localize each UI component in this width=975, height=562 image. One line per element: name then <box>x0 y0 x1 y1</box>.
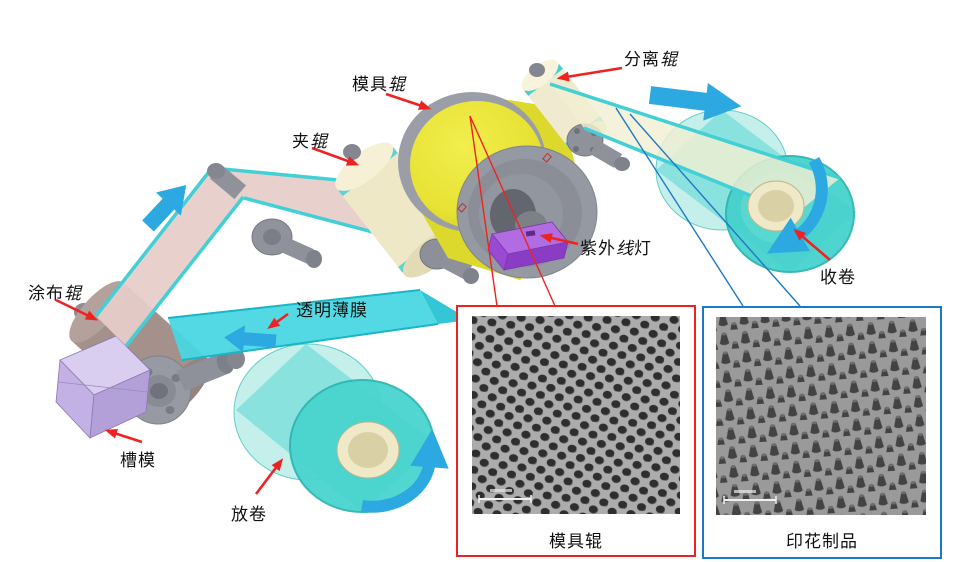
unwinding-roll <box>233 343 436 513</box>
screw-mark <box>457 202 467 213</box>
label-nip-roller: 夹辊 <box>292 132 328 151</box>
flow-arrow-up-right <box>142 185 187 232</box>
guide-shaft <box>207 163 247 200</box>
flow-arrow-right <box>648 82 742 121</box>
bearing-hub <box>251 218 322 268</box>
label-unwinding: 放卷 <box>231 505 267 524</box>
label-separation-roller: 分离辊 <box>624 50 678 69</box>
label-uv-lamp: 紫外线灯 <box>580 239 652 258</box>
slot-die-block <box>55 335 151 439</box>
sem-image-pillars <box>716 317 926 515</box>
caption-mold-roller-inset: 模具辊 <box>549 532 603 551</box>
screw-mark <box>542 152 552 163</box>
label-arrows <box>55 66 831 495</box>
caption-printed-product-inset: 印花制品 <box>786 532 858 551</box>
winding-core <box>747 180 805 232</box>
label-mold-roller: 模具辊 <box>352 75 406 94</box>
rotation-arrow-unwinding <box>361 428 449 513</box>
scale-bar <box>478 489 532 503</box>
label-slot-die: 槽模 <box>120 451 156 470</box>
flow-arrow-left <box>224 325 277 353</box>
label-coating-roller: 涂布辊 <box>28 284 82 303</box>
label-transparent-film: 透明薄膜 <box>296 301 368 320</box>
sem-image-holes <box>472 316 680 514</box>
uv-lamp-block <box>487 221 569 271</box>
label-winding: 收卷 <box>820 268 856 287</box>
scale-bar <box>723 490 777 504</box>
inset-printed-product <box>702 306 942 559</box>
inset-connectors <box>469 107 801 307</box>
inset-mold-roller <box>456 305 696 557</box>
